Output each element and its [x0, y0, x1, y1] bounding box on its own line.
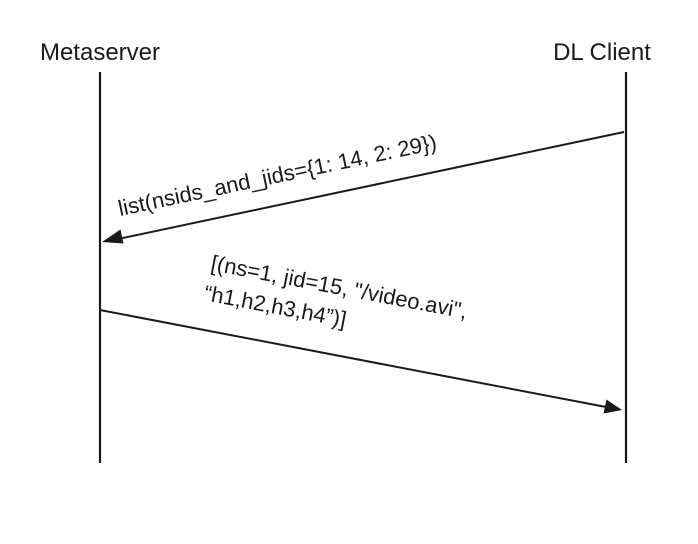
request-arrow-line: [117, 131, 625, 240]
request-message-label: list(nsids_and_jids={1: 14, 2: 29}): [116, 129, 439, 220]
actor-dl-client-label: DL Client: [553, 39, 651, 66]
actor-metaserver-label: Metaserver: [40, 39, 160, 66]
request-arrow: [102, 131, 625, 244]
request-arrowhead: [102, 229, 124, 244]
response-arrowhead: [603, 399, 622, 414]
response-arrow-line: [99, 309, 607, 408]
response-arrow: [99, 309, 622, 414]
